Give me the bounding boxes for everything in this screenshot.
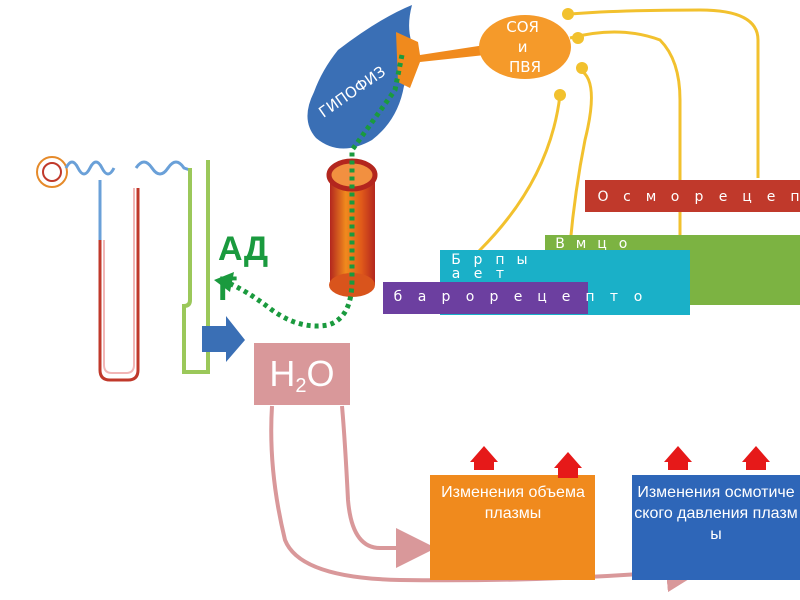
receptor-char: р bbox=[442, 289, 451, 305]
adh-label: АД Г bbox=[218, 230, 278, 308]
receptor-char: Б bbox=[451, 252, 461, 268]
receptor-char: р bbox=[490, 289, 499, 305]
soya-label: СОЯ bbox=[506, 18, 539, 36]
nerve-endings bbox=[554, 8, 588, 101]
receptor-char: т bbox=[610, 289, 618, 305]
receptor-char: ц bbox=[742, 189, 752, 205]
receptor-char: ц bbox=[597, 236, 607, 252]
receptor-char: В bbox=[555, 236, 565, 252]
receptor-char: м bbox=[576, 236, 587, 252]
water-reabsorption-arrow bbox=[202, 316, 245, 362]
receptor-char: м bbox=[646, 189, 657, 205]
receptor-char: б bbox=[394, 289, 403, 305]
receptor-char: е bbox=[514, 289, 523, 305]
receptor-char: о bbox=[619, 236, 628, 252]
receptor-char: о bbox=[634, 289, 643, 305]
pituitary-gland bbox=[307, 5, 418, 149]
receptor-char: о bbox=[466, 289, 475, 305]
receptor-char: е bbox=[767, 189, 776, 205]
receptor-char: е bbox=[562, 289, 571, 305]
water-box bbox=[254, 343, 350, 405]
receptor-char: ы bbox=[516, 252, 527, 268]
receptor-char: ц bbox=[537, 289, 547, 305]
blood-vessel bbox=[326, 158, 378, 297]
soya-and-label: и bbox=[518, 38, 528, 56]
receptor-char: а bbox=[452, 266, 461, 282]
receptor-char: о bbox=[671, 189, 680, 205]
pvya-label: ПВЯ bbox=[509, 58, 541, 76]
receptor-char: р bbox=[695, 189, 704, 205]
receptor-char: р bbox=[474, 252, 483, 268]
receptor-char: т bbox=[496, 266, 504, 282]
receptor-char: О bbox=[597, 189, 608, 205]
receptor-char: п bbox=[585, 289, 594, 305]
adh-transport-path bbox=[225, 54, 405, 329]
pituitary-stalk bbox=[396, 32, 485, 88]
plasma-volume-label: Изменения объема плазмы bbox=[441, 484, 585, 522]
water-label: H2O bbox=[269, 353, 334, 397]
soya-pvya-nucleus bbox=[479, 15, 571, 79]
receptor-char: е bbox=[474, 266, 483, 282]
receptor-char: а bbox=[418, 289, 427, 305]
increase-arrows bbox=[470, 446, 770, 478]
adh-arrowhead bbox=[214, 272, 234, 292]
nephron-diagram bbox=[36, 156, 210, 382]
plasma-osmotic-box bbox=[632, 475, 800, 580]
receptor-char: п bbox=[495, 252, 504, 268]
receptor-char: п bbox=[790, 189, 799, 205]
receptor-char: е bbox=[719, 189, 728, 205]
plasma-osmotic-label: Изменения осмотического давления плазмы bbox=[634, 484, 798, 543]
receptor-char: с bbox=[623, 189, 631, 205]
pink-arrow-to-volume bbox=[340, 405, 436, 568]
plasma-volume-box bbox=[430, 475, 595, 580]
afferent-nerve-lines bbox=[468, 8, 760, 263]
svg-text:СОЯ и ПВЯ: СОЯ и ПВЯ bbox=[506, 18, 543, 76]
